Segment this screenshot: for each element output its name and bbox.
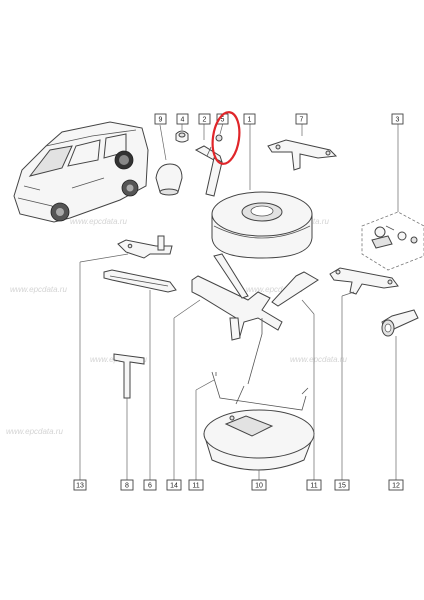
watermark-text: www.epcdata.ru: [70, 217, 127, 226]
callout-label: 4: [181, 117, 185, 124]
part-9-illustration: [155, 124, 183, 196]
callout-label: 2: [203, 117, 207, 124]
callout-6: 6: [143, 479, 157, 491]
callout-label: 12: [392, 483, 400, 490]
callout-7: 7: [295, 113, 308, 125]
callout-label: 14: [170, 483, 178, 490]
callout-label: 3: [396, 117, 400, 124]
part-12-tool: [381, 309, 419, 337]
callout-15: 15: [334, 479, 350, 491]
part-7-bracket: [267, 123, 338, 171]
callout-label: 6: [148, 483, 152, 490]
part-2-and-5-illustration: [194, 122, 224, 197]
part-14-cradle: [191, 253, 319, 341]
watermark-text: www.epcdata.ru: [246, 285, 303, 294]
callout-3: 3: [391, 113, 404, 125]
part-15-bracket: [329, 267, 399, 295]
part-8-handle: [113, 353, 145, 399]
callout-label: 10: [255, 483, 263, 490]
callout-label: 9: [159, 117, 163, 124]
part-4-illustration: [175, 123, 189, 143]
callout-label: 8: [125, 483, 129, 490]
leader-lines: [79, 253, 397, 480]
callout-label: 11: [310, 483, 317, 490]
callout-8: 8: [120, 479, 134, 491]
highlight-ring: [211, 111, 241, 165]
callout-12: 12: [388, 479, 404, 491]
callout-label: 1: [248, 117, 252, 124]
connecting-rod: [247, 318, 263, 385]
part-6-rail: [103, 269, 177, 293]
part-10-tray: [203, 409, 315, 471]
callout-11-right: 11: [306, 479, 322, 491]
callout-2: 2: [198, 113, 211, 125]
part-13-bracket: [117, 235, 173, 259]
callout-4: 4: [176, 113, 189, 125]
callout-9: 9: [154, 113, 167, 125]
callout-1: 1: [243, 113, 256, 125]
watermark-text: www.epcdata.ru: [6, 427, 63, 436]
part-3-kit: [361, 123, 424, 271]
part-1-spare-wheel: [211, 123, 313, 259]
callout-label: 5: [221, 117, 225, 124]
vehicle-illustration: [13, 121, 149, 223]
callout-11-left: 11: [188, 479, 204, 491]
callout-label: 7: [300, 117, 304, 124]
callout-13: 13: [73, 479, 87, 491]
callout-10: 10: [251, 479, 267, 491]
callout-label: 15: [338, 483, 346, 490]
callout-label: 13: [76, 483, 84, 490]
part-11-frame: [211, 371, 309, 411]
watermark-text: www.epcdata.ru: [290, 355, 347, 364]
watermark-text: www.epcdata.ru: [10, 285, 67, 294]
callout-label: 11: [192, 483, 199, 490]
callout-14: 14: [166, 479, 182, 491]
